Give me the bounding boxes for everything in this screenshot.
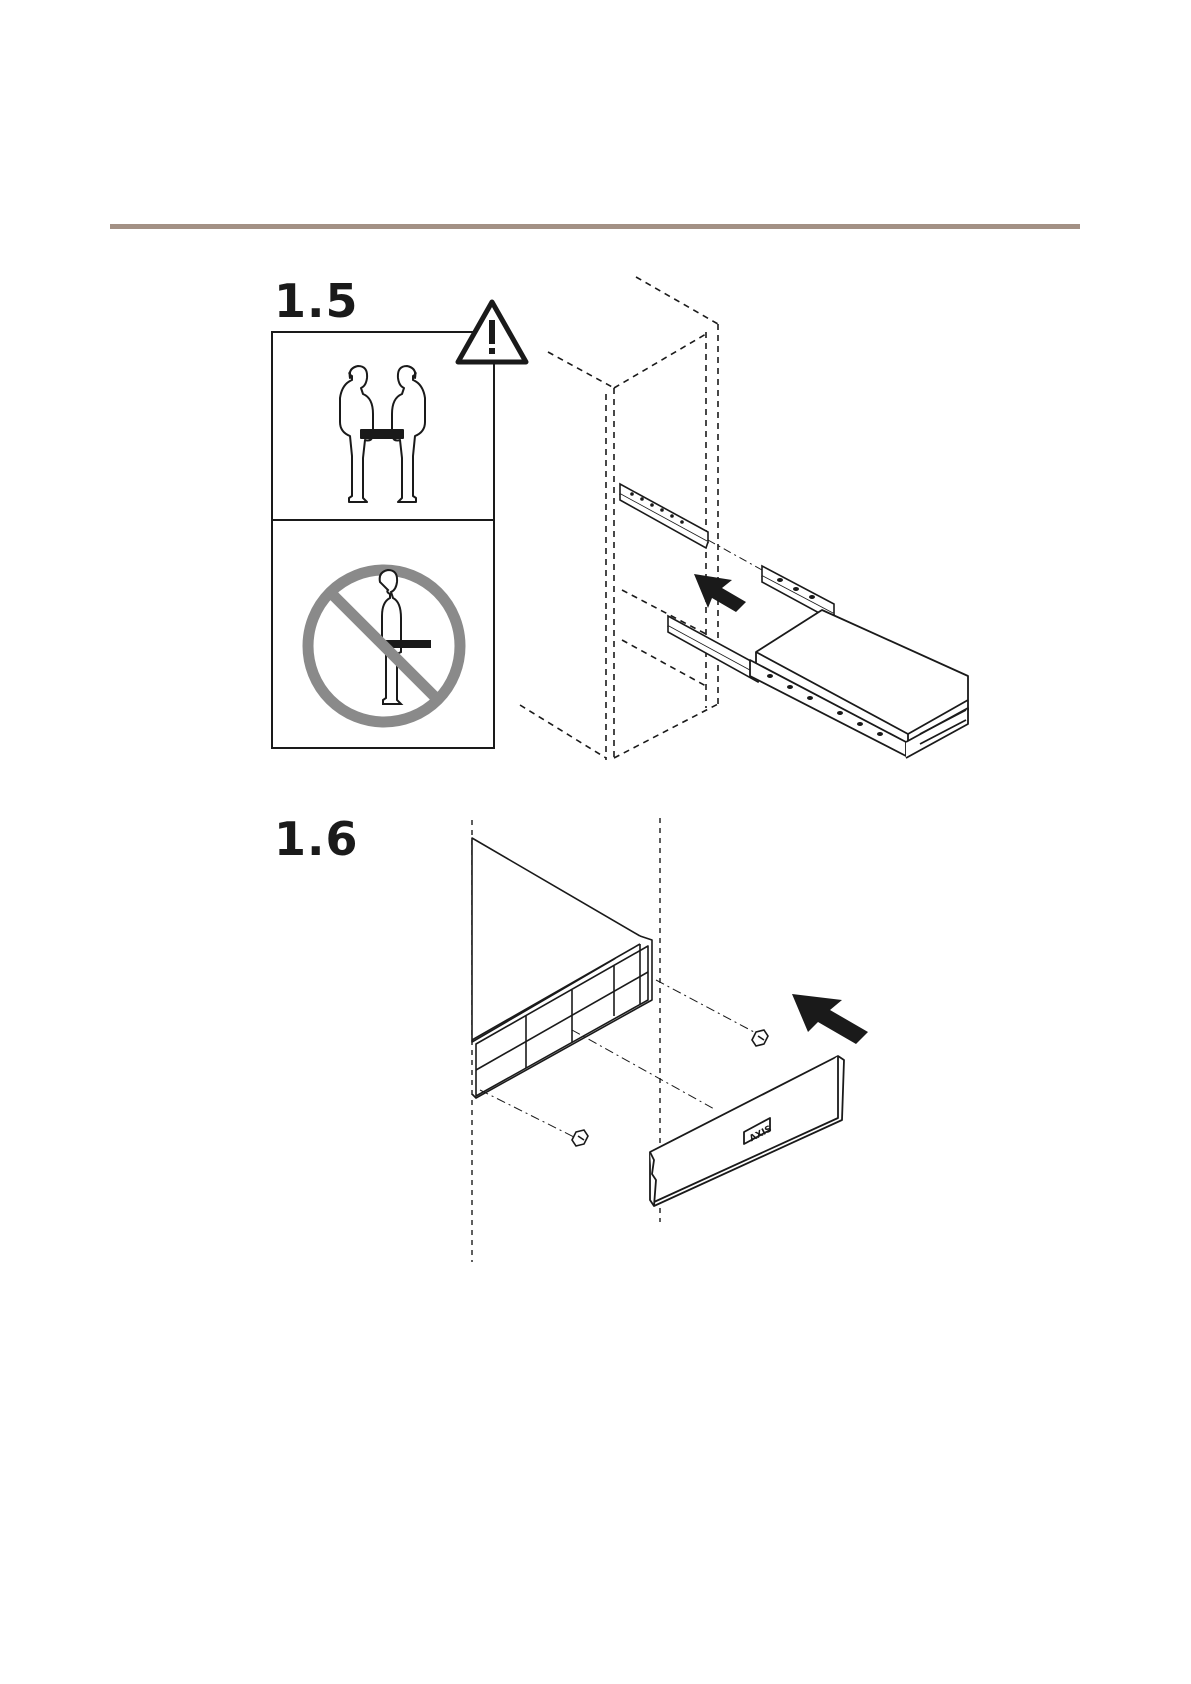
two-person-lift-icon [340,366,425,502]
push-arrow-icon [792,994,868,1044]
lift-safety-panel [272,332,494,748]
front-bezel [650,1056,844,1206]
rack-outline [520,277,718,760]
rack-rail [620,484,760,682]
no-single-person-lift-icon [308,570,460,722]
server-chassis [750,610,968,758]
push-arrow-icon [694,574,746,612]
